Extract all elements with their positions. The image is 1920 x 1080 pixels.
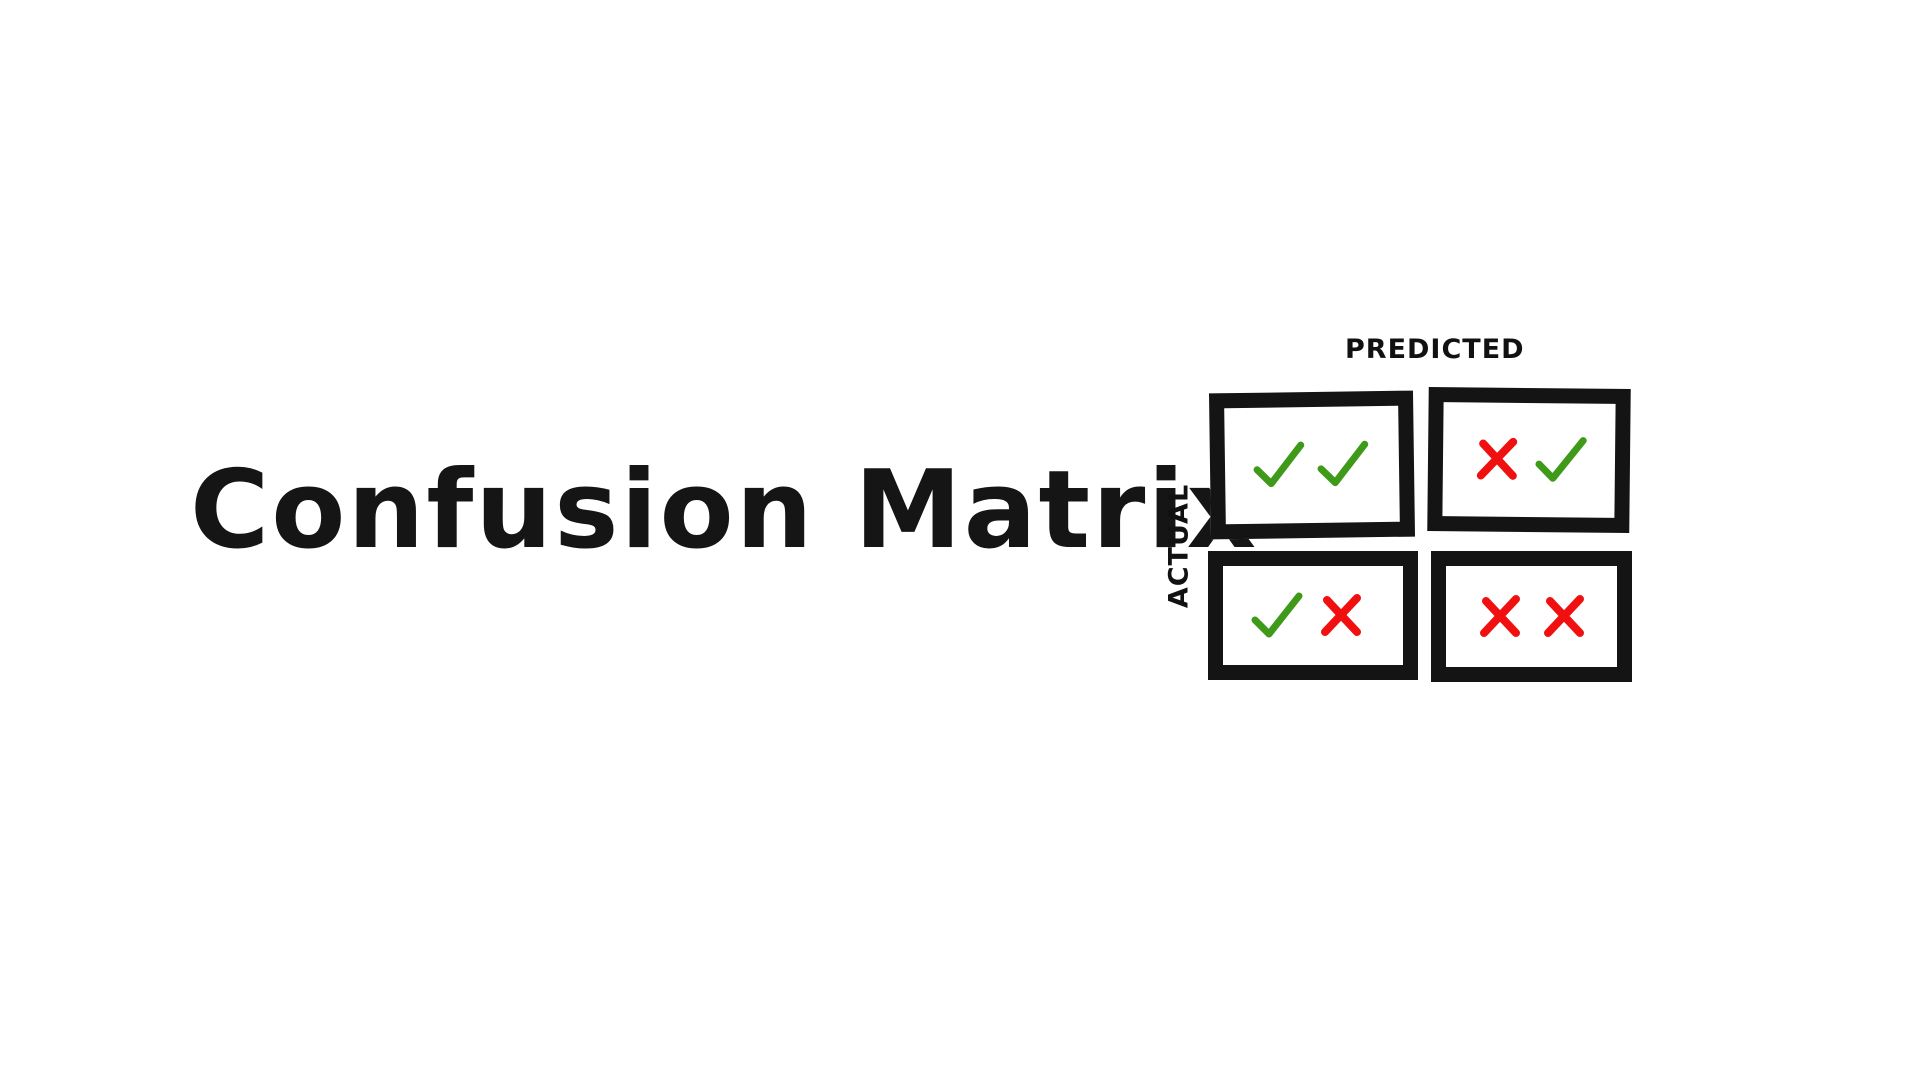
cross-icon [1321, 593, 1361, 636]
cross-icon [1544, 594, 1584, 637]
cross-icon [1480, 594, 1520, 637]
check-icon [1251, 592, 1303, 637]
predicted-label: PREDICTED [1345, 334, 1525, 365]
matrix-cell [1208, 551, 1418, 680]
actual-label: ACTUAL [1163, 483, 1195, 609]
matrix-cell [1431, 551, 1632, 682]
matrix-cell [1208, 390, 1416, 540]
check-icon [1317, 440, 1369, 487]
title: Confusion Matrix [190, 448, 1259, 573]
check-icon [1535, 437, 1587, 482]
check-icon [1253, 441, 1305, 488]
matrix-cell [1427, 386, 1631, 534]
cross-icon [1476, 437, 1518, 480]
